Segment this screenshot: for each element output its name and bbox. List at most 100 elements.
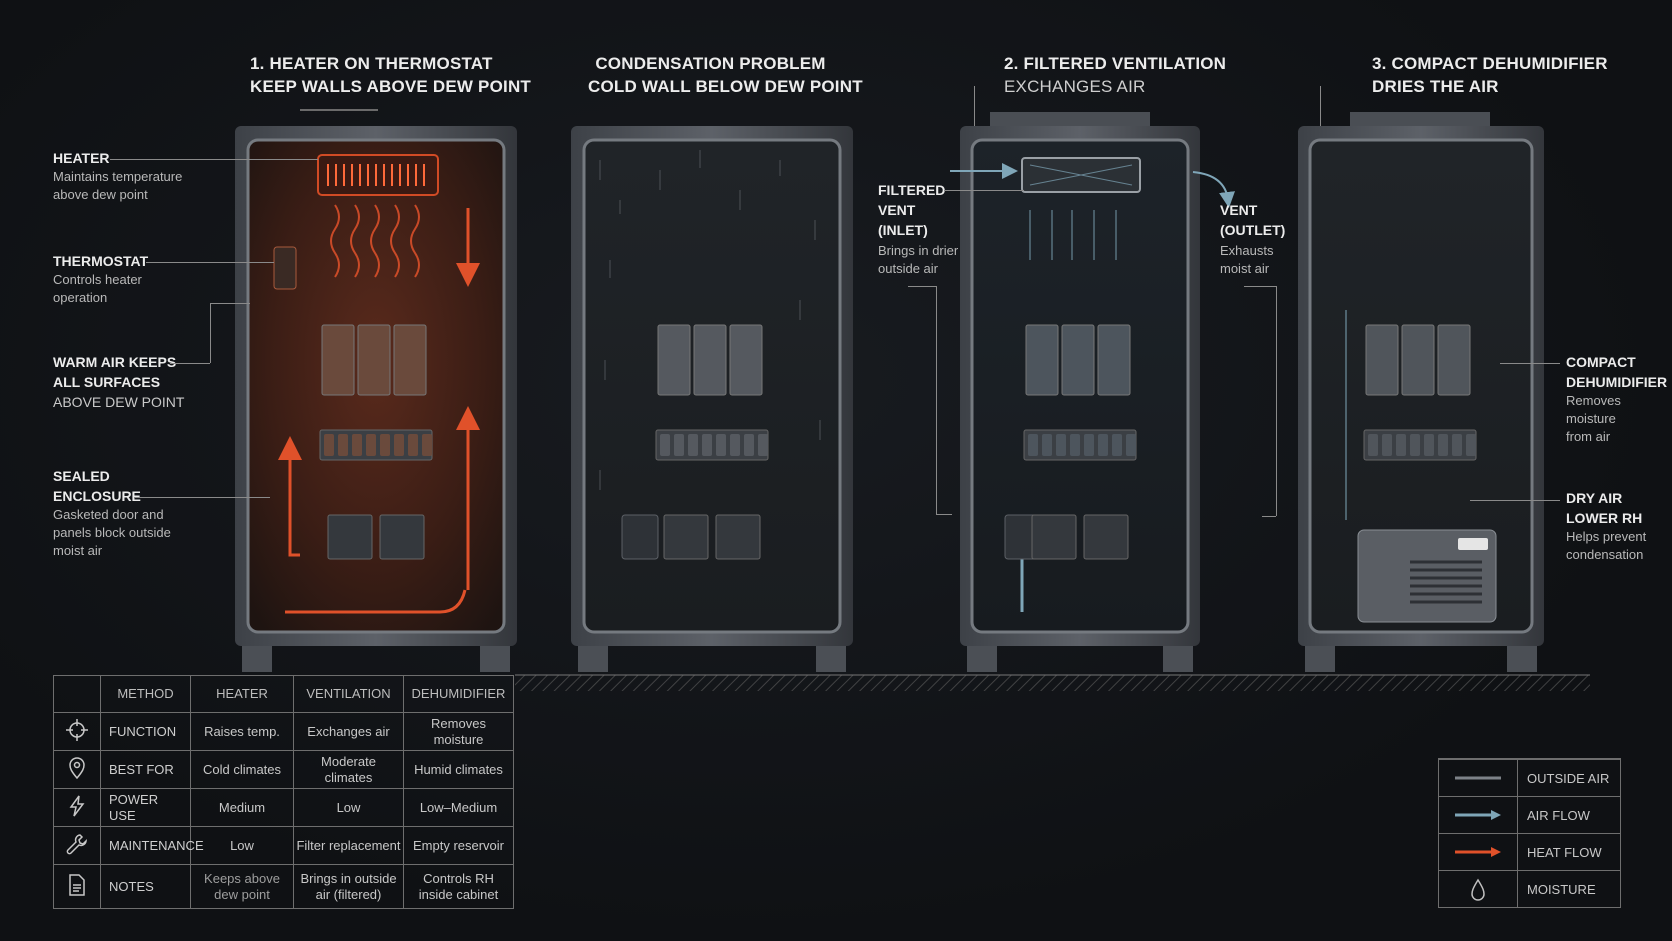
table-row: NOTES Keeps above dew point Brings in ou… bbox=[53, 864, 514, 909]
breaker-module bbox=[1061, 324, 1095, 396]
table-cell: Cold climates bbox=[190, 750, 294, 789]
leader-line bbox=[908, 286, 936, 287]
cooling-fan bbox=[327, 514, 373, 560]
terminal-block bbox=[1084, 434, 1094, 456]
leader-line bbox=[936, 514, 952, 515]
legend-item: HEAT FLOW bbox=[1439, 833, 1620, 871]
dehumidifier-unit bbox=[1357, 529, 1497, 623]
table-header: DEHUMIDIFIER bbox=[403, 675, 514, 713]
callout-desc: Maintains temperature above dew point bbox=[53, 169, 183, 202]
wrench-icon bbox=[53, 826, 101, 865]
leader-line bbox=[1262, 516, 1276, 517]
cooling-fan bbox=[715, 514, 761, 560]
breaker-module bbox=[321, 324, 355, 396]
legend-label: OUTSIDE AIR bbox=[1527, 771, 1610, 786]
panel-title: 1. HEATER ON THERMOSTAT bbox=[250, 54, 493, 73]
callout-desc: Removes moisture from air bbox=[1566, 393, 1621, 444]
heading-underline bbox=[300, 109, 378, 111]
callout-dry-air: DRY AIR LOWER RH Helps prevent condensat… bbox=[1566, 488, 1646, 564]
terminal-block bbox=[1112, 434, 1122, 456]
table-row: BEST FOR Cold climates Moderate climates… bbox=[53, 750, 514, 789]
breaker-module bbox=[693, 324, 727, 396]
breaker-module bbox=[1437, 324, 1471, 396]
breaker-module bbox=[1365, 324, 1399, 396]
callout-title: SEALED ENCLOSURE bbox=[53, 468, 141, 504]
table-row-label: BEST FOR bbox=[100, 750, 191, 789]
table-cell: Filter replacement bbox=[293, 826, 404, 865]
cooling-fan bbox=[1083, 514, 1129, 560]
table-row-label: FUNCTION bbox=[100, 712, 191, 751]
legend: OUTSIDE AIR AIR FLOW HEAT FLOW MOISTURE bbox=[1438, 758, 1621, 908]
terminal-block bbox=[1368, 434, 1378, 456]
breaker-module bbox=[1097, 324, 1131, 396]
callout-title: WARM AIR KEEPS ALL SURFACES bbox=[53, 354, 177, 390]
callout-desc: Controls heater operation bbox=[53, 272, 142, 305]
panel-subtitle: DRIES THE AIR bbox=[1372, 77, 1499, 96]
thermostat-unit bbox=[273, 246, 297, 290]
leader-line bbox=[936, 286, 937, 514]
callout-desc: Exhausts moist air bbox=[1220, 243, 1274, 276]
table-corner bbox=[53, 675, 101, 713]
terminal-block bbox=[1042, 434, 1052, 456]
terminal-block bbox=[758, 434, 768, 456]
callout-filtered-vent: FILTERED VENT (INLET) Brings in drier ou… bbox=[878, 180, 958, 278]
table-cell: Medium bbox=[190, 788, 294, 827]
callout-desc: Helps prevent condensation bbox=[1566, 529, 1647, 562]
terminal-block bbox=[744, 434, 754, 456]
callout-desc: ABOVE DEW POINT bbox=[53, 394, 185, 410]
lightning-icon bbox=[53, 788, 101, 827]
terminal-block bbox=[1410, 434, 1420, 456]
terminal-block bbox=[674, 434, 684, 456]
callout-title: DRY AIR LOWER RH bbox=[1566, 490, 1643, 526]
terminal-block bbox=[1382, 434, 1392, 456]
leader-line bbox=[110, 159, 318, 160]
droplet-icon bbox=[1471, 878, 1485, 901]
cabinet-ventilation bbox=[950, 112, 1235, 646]
panel-heading-heater: 1. HEATER ON THERMOSTAT KEEP WALLS ABOVE… bbox=[250, 52, 532, 98]
terminal-block bbox=[366, 434, 376, 456]
table-cell: Keeps above dew point bbox=[190, 864, 294, 909]
breaker-module bbox=[393, 324, 427, 396]
leader-line bbox=[1500, 363, 1560, 364]
panel-subtitle: EXCHANGES AIR bbox=[1004, 77, 1146, 96]
breaker-module bbox=[1025, 324, 1059, 396]
terminal-block bbox=[338, 434, 348, 456]
legend-label: HEAT FLOW bbox=[1527, 845, 1602, 860]
leader-line bbox=[210, 303, 250, 304]
leader-line bbox=[134, 497, 270, 498]
terminal-block bbox=[702, 434, 712, 456]
callout-heater: HEATER Maintains temperature above dew p… bbox=[53, 148, 182, 204]
heading-leader bbox=[974, 86, 975, 126]
outside-air-line bbox=[1455, 776, 1501, 780]
panel-subtitle: COLD WALL BELOW DEW POINT bbox=[588, 77, 863, 96]
document-icon bbox=[53, 864, 101, 909]
terminal-block bbox=[324, 434, 334, 456]
callout-title: HEATER bbox=[53, 150, 110, 166]
cabinet-feet bbox=[242, 646, 1537, 672]
terminal-block bbox=[1396, 434, 1406, 456]
table-header-row: METHOD HEATER VENTILATION DEHUMIDIFIER bbox=[53, 675, 514, 713]
heat-flow-arrow bbox=[1455, 847, 1501, 857]
panel-subtitle: KEEP WALLS ABOVE DEW POINT bbox=[250, 77, 532, 96]
table-header: VENTILATION bbox=[293, 675, 404, 713]
table-row-label: NOTES bbox=[100, 864, 191, 909]
panel-heading-ventilation: 2. FILTERED VENTILATION EXCHANGES AIR bbox=[1004, 52, 1226, 98]
location-pin-icon bbox=[53, 750, 101, 789]
cooling-fan bbox=[663, 514, 709, 560]
terminal-block bbox=[1056, 434, 1066, 456]
table-row: POWER USE Medium Low Low–Medium bbox=[53, 788, 514, 827]
terminal-block bbox=[1452, 434, 1462, 456]
table-cell: Low bbox=[293, 788, 404, 827]
air-flow-arrow bbox=[1455, 810, 1501, 820]
leader-line bbox=[210, 303, 211, 363]
table-cell: Controls RH inside cabinet bbox=[403, 864, 514, 909]
panel-title: 2. FILTERED VENTILATION bbox=[1004, 54, 1227, 73]
terminal-block bbox=[1424, 434, 1434, 456]
leader-line bbox=[146, 262, 274, 263]
terminal-block bbox=[688, 434, 698, 456]
table-cell: Empty reservoir bbox=[403, 826, 514, 865]
callout-compact-dehumidifier: COMPACT DEHUMIDIFIER Removes moisture fr… bbox=[1566, 352, 1672, 446]
terminal-block bbox=[422, 434, 432, 456]
heading-leader bbox=[1320, 86, 1321, 126]
